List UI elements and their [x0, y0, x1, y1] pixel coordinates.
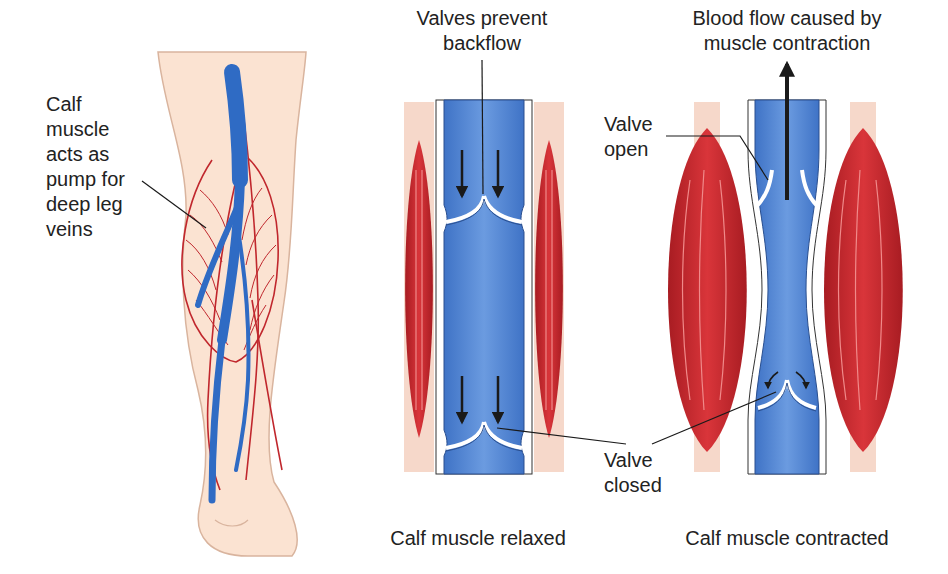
relaxed-panel [404, 60, 564, 474]
callout-label: Valves prevent backflow [382, 6, 582, 56]
muscle-relaxed [535, 140, 563, 438]
leg-illustration [142, 52, 306, 556]
panel-caption: Calf muscle relaxed [348, 526, 608, 551]
valve-closed [446, 196, 522, 448]
tendon [404, 102, 434, 472]
callout-label: Valve closed [604, 448, 676, 498]
deep-leg-vein [198, 72, 249, 500]
leader-line [142, 181, 206, 228]
tendon [534, 102, 564, 472]
muscle-contracted [824, 128, 903, 452]
vein-wall [436, 100, 532, 474]
backflow-arrows [462, 150, 498, 422]
panel-caption: Calf muscle contracted [657, 526, 917, 551]
muscle-contracted [668, 128, 747, 452]
ankle-contour [215, 520, 248, 526]
contracted-panel [497, 64, 903, 474]
callout-label: Calf muscle acts as pump for deep leg ve… [46, 92, 144, 242]
blood-flow-arrow [785, 64, 789, 200]
leader-line [666, 136, 768, 180]
calf-muscle-outline [182, 158, 278, 362]
callout-label: Valve open [604, 112, 670, 162]
callout-label: Blood flow caused by muscle contraction [667, 6, 907, 56]
leader-line [652, 392, 776, 444]
valve-outline [758, 383, 816, 411]
leader-line [497, 428, 626, 444]
vein-blood [444, 100, 524, 474]
valve-outline [446, 199, 522, 451]
leader-line [482, 60, 483, 194]
muscle-relaxed [405, 140, 433, 438]
leg-outline [158, 52, 306, 556]
small-arrows [768, 372, 806, 388]
